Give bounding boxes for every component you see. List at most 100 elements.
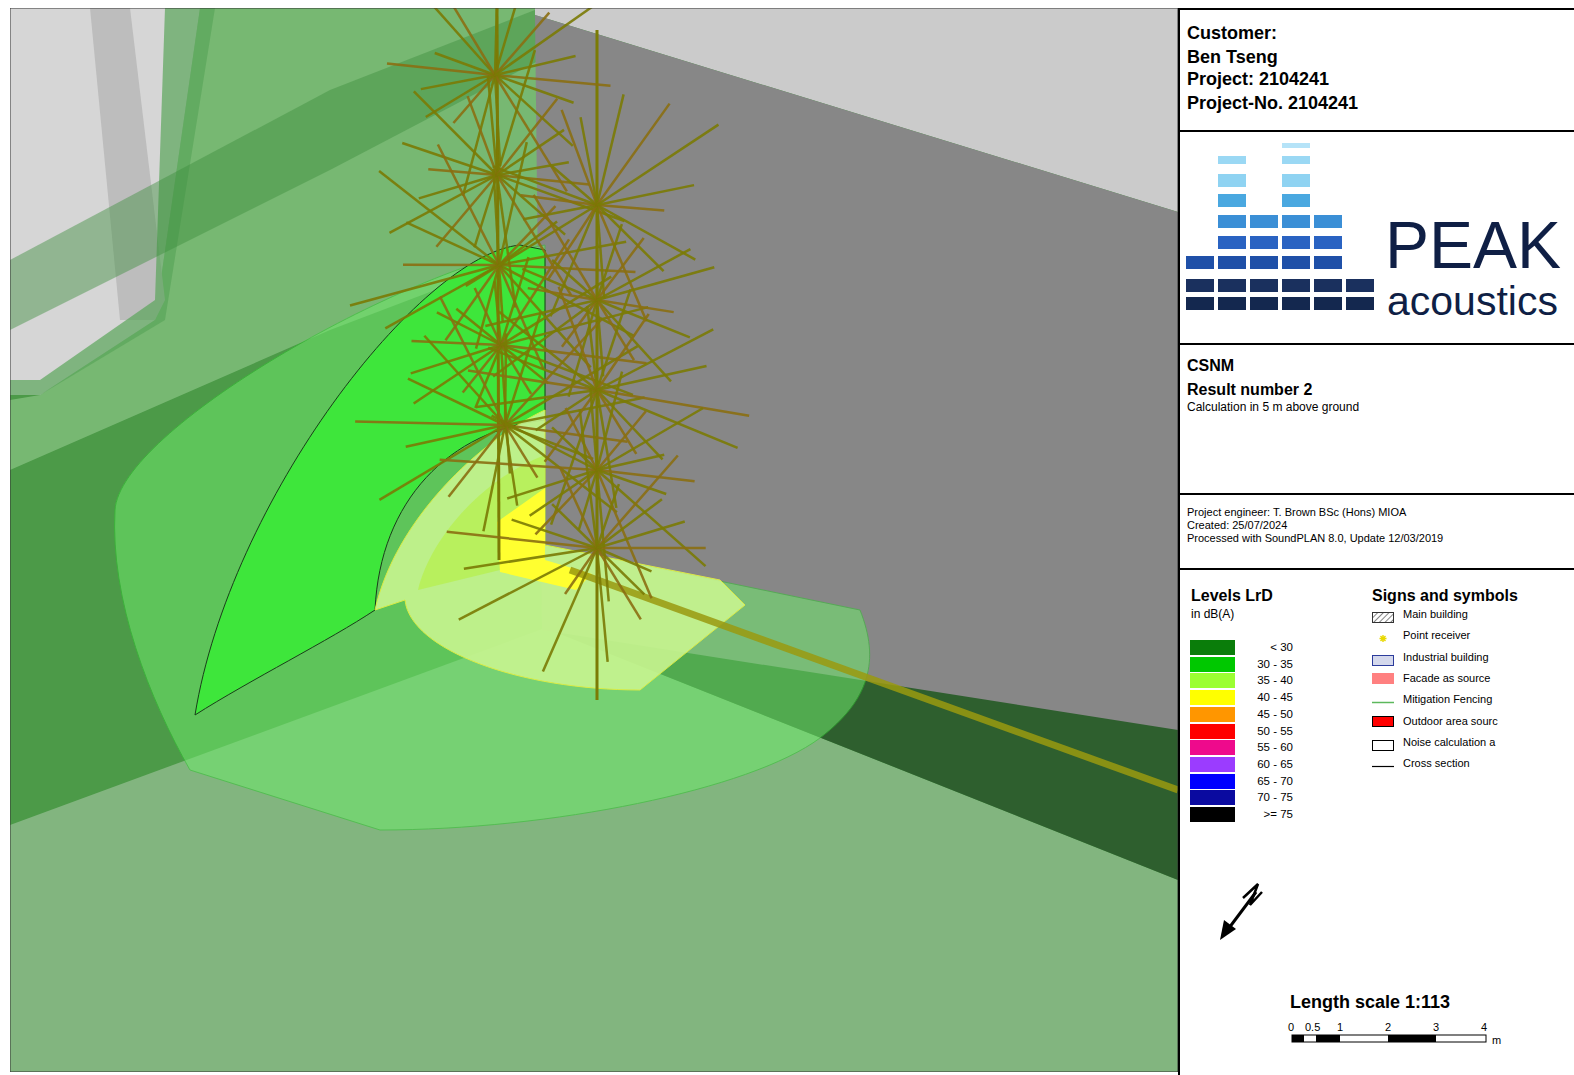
tree-branch [495, 56, 576, 75]
tree-branch [436, 175, 497, 247]
tree-branch [440, 460, 597, 470]
symbol-icon [1372, 612, 1394, 623]
symbol-icon [1372, 761, 1394, 772]
tree-branch [597, 238, 644, 300]
tree-branch [507, 470, 597, 498]
created-date: Created: 25/07/2024 [1187, 519, 1287, 532]
tree-branch [562, 110, 597, 205]
tree-trunk [596, 30, 599, 700]
level-range: 70 - 75 [1240, 791, 1293, 804]
symbol-sample [1372, 716, 1394, 727]
level-swatch [1190, 673, 1235, 688]
legend-heading: Levels LrD [1191, 587, 1273, 605]
customer-name: Ben Tseng [1187, 47, 1278, 68]
symbol-sample [1372, 758, 1394, 769]
tree-branch [597, 408, 703, 470]
tree-branch [552, 260, 597, 300]
level-swatch [1190, 657, 1235, 672]
map-frame [10, 8, 1178, 1072]
tree-branch [597, 390, 738, 448]
tree-branch [464, 548, 597, 569]
tree-branch [597, 522, 685, 548]
tree-branch [597, 390, 749, 416]
tree-branch [597, 205, 664, 271]
tree-branch [411, 341, 501, 345]
level-swatch [1190, 690, 1235, 705]
map-code: CSNM [1187, 357, 1234, 375]
level-swatch [1190, 757, 1235, 772]
tree-branch [459, 548, 597, 620]
tree-branch [597, 314, 649, 390]
software-note: Processed with SoundPLAN 8.0, Update 12/… [1187, 532, 1443, 545]
scale-tick: 4 [1481, 1021, 1487, 1034]
level-range: 50 - 55 [1240, 725, 1293, 738]
symbol-sample [1372, 652, 1394, 663]
tree-branch [552, 427, 597, 470]
tree-branch [597, 104, 670, 205]
scale-tick: 3 [1433, 1021, 1439, 1034]
tree-branch [495, 8, 620, 75]
symbol-label: Industrial building [1403, 651, 1489, 664]
tree-branch [406, 425, 505, 447]
result-title: Result number 2 [1187, 381, 1312, 399]
tree-branch [495, 75, 574, 103]
tree-branch [597, 455, 664, 470]
tree-branch [497, 50, 535, 175]
scale-bar [1292, 1035, 1486, 1042]
level-range: < 30 [1240, 641, 1293, 654]
tree-branch [597, 125, 718, 205]
tree-branch [597, 300, 690, 337]
customer-panel: Customer:Ben TsengProject: 2104241Projec… [1178, 8, 1574, 132]
engineer-note: Project engineer: T. Brown BSc (Hons) MI… [1187, 506, 1406, 519]
tree-branch [597, 300, 674, 312]
symbol-icon [1372, 740, 1394, 751]
level-swatch [1190, 707, 1235, 722]
scale-title: Length scale 1:113 [1290, 992, 1450, 1013]
tree-branch [440, 297, 505, 425]
tree-branch [355, 422, 505, 425]
tree-branch [559, 287, 597, 390]
symbol-label: Main building [1403, 608, 1468, 621]
tree-branch [477, 390, 597, 407]
project-number: Project-No. 2104241 [1187, 93, 1358, 114]
logo-bars [1186, 143, 1374, 310]
tree-branch [597, 185, 694, 205]
customer-label: Customer: [1187, 23, 1277, 44]
level-swatch [1190, 640, 1235, 655]
tree-branch [522, 269, 597, 300]
tree-branch [505, 334, 506, 425]
contour-35 [115, 245, 870, 830]
tree-branch [545, 390, 597, 462]
tree-branch [580, 409, 597, 548]
tree-branch [597, 548, 608, 662]
symbol-sample [1372, 694, 1394, 705]
level-range: 30 - 35 [1240, 658, 1293, 671]
symbol-icon [1372, 633, 1394, 644]
logo-word: PEAK [1385, 208, 1561, 284]
tree-branch [408, 379, 505, 425]
tree-trunk [497, 8, 499, 560]
fence-line [570, 570, 1178, 790]
tree-branch [445, 8, 495, 75]
tree-branch [597, 267, 714, 300]
tree-branch [488, 348, 597, 390]
level-range: >= 75 [1240, 808, 1293, 821]
calc-height: Calculation in 5 m above ground [1187, 401, 1359, 415]
tree-branch [483, 425, 505, 531]
symbol-label: Point receiver [1403, 629, 1470, 642]
legend-unit: in dB(A) [1191, 608, 1234, 622]
scale-tick: 1 [1337, 1021, 1343, 1034]
contour-40 [375, 410, 745, 690]
tree-branch [438, 144, 499, 265]
tree-branch [488, 77, 497, 175]
tree-branch [497, 99, 557, 175]
level-swatch [1190, 740, 1235, 755]
symbol-label: Facade as source [1403, 672, 1490, 685]
map-area [10, 8, 1178, 1072]
tree-branch [403, 264, 499, 267]
tree-branch [597, 456, 678, 548]
tree-branch [581, 117, 597, 205]
tree-branch [497, 175, 571, 295]
level-swatch [1190, 807, 1235, 822]
symbols-heading: Signs and symbols [1372, 587, 1518, 605]
